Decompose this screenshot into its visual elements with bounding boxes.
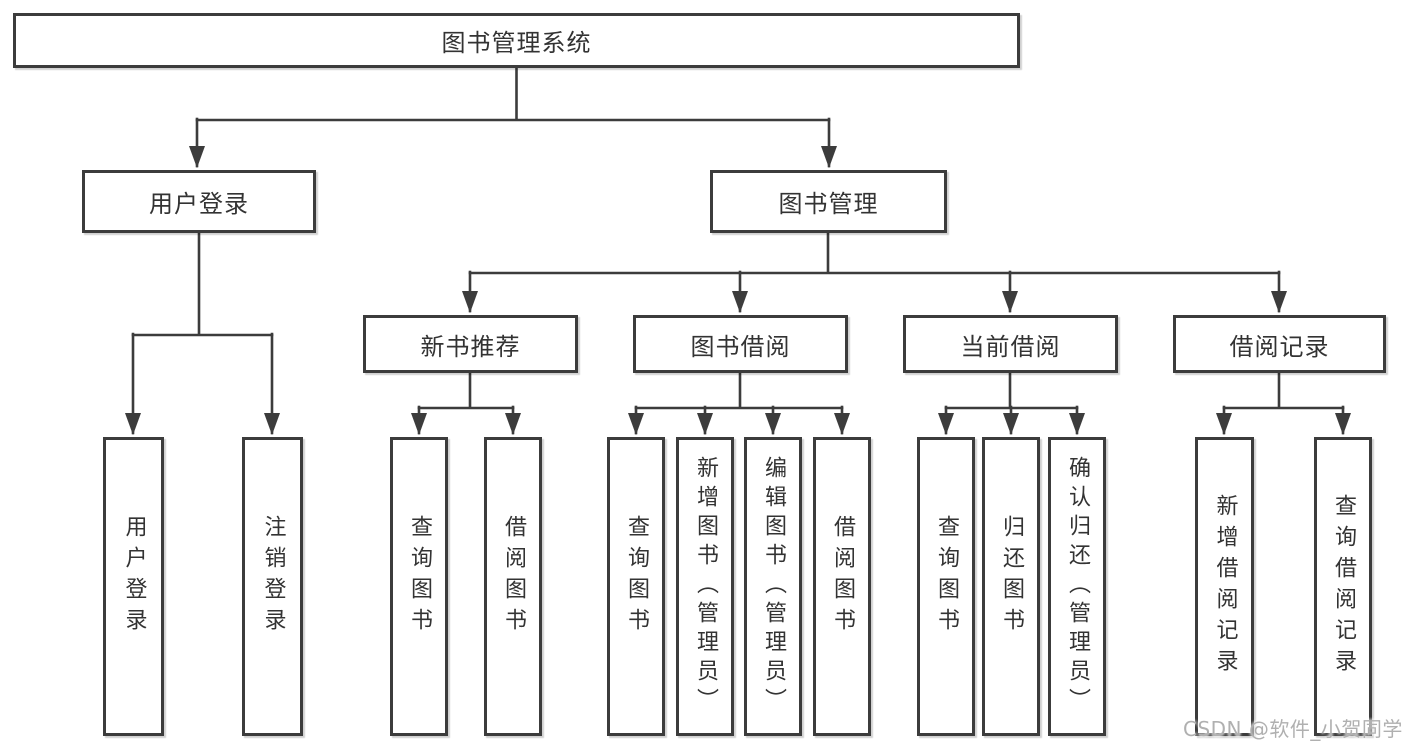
node-book-mgmt: 图书管理	[710, 170, 947, 233]
node-label: 借阅图书	[830, 514, 855, 639]
node-label: 查询图书	[624, 514, 649, 639]
node-label: 图书管理系统	[441, 29, 592, 57]
node-label: 查询图书	[407, 514, 432, 639]
node-label: 用户登录	[121, 514, 147, 639]
node-leaf-bb-query-books: 查询图书	[607, 437, 665, 736]
node-label: 注销登录	[260, 514, 286, 639]
node-label: 图书管理	[778, 190, 879, 218]
node-label: 编辑图书（管理员）	[761, 456, 786, 717]
node-leaf-bb-edit-books-admin: 编辑图书（管理员）	[744, 437, 802, 736]
node-user-login: 用户登录	[82, 170, 316, 233]
node-leaf-cb-confirm-return-admin: 确认归还（管理员）	[1048, 437, 1106, 736]
node-library-mgmt-system: 图书管理系统	[13, 13, 1020, 68]
node-label: 新增图书（管理员）	[693, 456, 718, 717]
node-leaf-cb-return-books: 归还图书	[982, 437, 1040, 736]
connector-current-borrow-trunk	[944, 369, 1079, 410]
node-label: 确认归还（管理员）	[1065, 456, 1090, 717]
connector-book-borrow-trunk	[634, 369, 844, 410]
node-leaf-br-query-record: 查询借阅记录	[1314, 437, 1372, 736]
connector-new-book-rec-trunk	[417, 369, 515, 410]
node-label: 借阅图书	[501, 514, 526, 639]
node-leaf-bb-borrow-books: 借阅图书	[813, 437, 871, 736]
node-leaf-user-login: 用户登录	[103, 437, 164, 736]
node-label: 借阅记录	[1229, 332, 1330, 361]
node-leaf-logout: 注销登录	[242, 437, 303, 736]
node-leaf-nbr-query-books: 查询图书	[390, 437, 448, 736]
csdn-watermark: CSDN @软件_小贺同学	[1183, 717, 1403, 741]
connector-root-trunk	[195, 64, 831, 122]
node-label: 用户登录	[149, 190, 249, 218]
connector-borrow-records-trunk	[1222, 369, 1345, 410]
node-label: 当前借阅	[960, 332, 1061, 361]
node-label: 查询借阅记录	[1331, 493, 1356, 680]
node-new-book-recommend: 新书推荐	[363, 315, 578, 373]
connector-book-mgmt-trunk	[468, 230, 1281, 275]
node-label: 图书借阅	[690, 332, 791, 361]
node-label: 新增借阅记录	[1212, 493, 1238, 680]
node-label: 归还图书	[999, 514, 1024, 639]
connector-user-login-trunk	[131, 230, 274, 337]
node-leaf-cb-query-books: 查询图书	[917, 437, 975, 736]
node-label: 新书推荐	[420, 332, 521, 361]
node-leaf-bb-add-books-admin: 新增图书（管理员）	[676, 437, 734, 736]
node-label: 查询图书	[934, 514, 959, 639]
node-current-borrow: 当前借阅	[903, 315, 1118, 373]
node-leaf-br-add-record: 新增借阅记录	[1195, 437, 1254, 736]
node-leaf-nbr-borrow-books: 借阅图书	[484, 437, 542, 736]
node-book-borrow: 图书借阅	[633, 315, 848, 373]
node-borrow-records: 借阅记录	[1173, 315, 1386, 373]
